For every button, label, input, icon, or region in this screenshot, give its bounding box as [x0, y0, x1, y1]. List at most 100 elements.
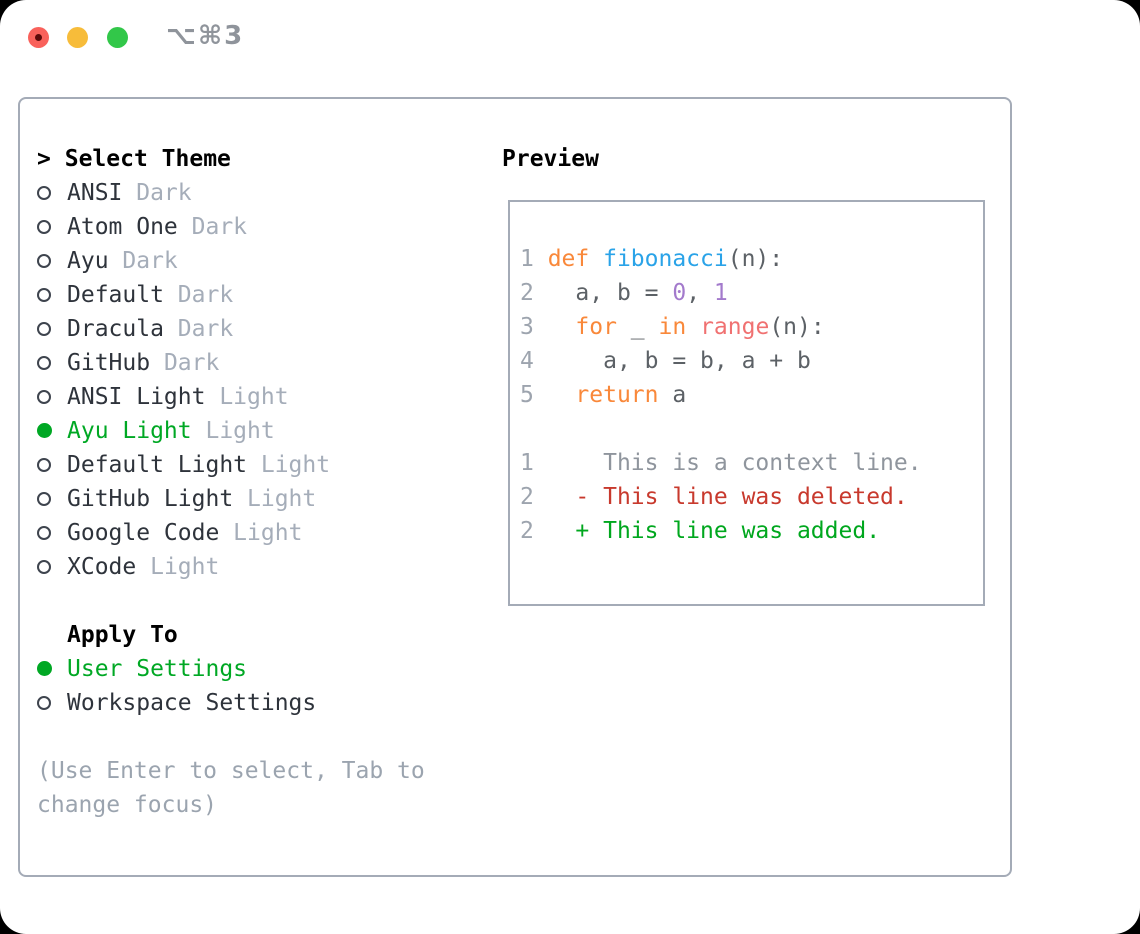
theme-label: Default Light Light — [67, 448, 330, 482]
code-token: 4 — [520, 348, 548, 374]
theme-item[interactable]: XCode Light — [37, 550, 219, 584]
code-token: 3 — [520, 314, 548, 340]
radio-icon — [37, 356, 51, 370]
spacer-row — [37, 584, 148, 618]
theme-variant-tag: Dark — [108, 248, 178, 274]
theme-item[interactable]: Default Light Light — [37, 448, 330, 482]
theme-name: Ayu — [67, 248, 109, 274]
section-title: Select Theme — [64, 146, 231, 172]
hint-row: (Use Enter to select, Tab to — [37, 754, 425, 788]
minimize-button[interactable] — [67, 27, 88, 48]
code-token: def — [547, 246, 604, 272]
radio-icon — [37, 492, 51, 506]
close-button[interactable] — [28, 27, 49, 48]
code-line: 2 a, b = 0, 1 — [520, 276, 922, 310]
radio-icon — [37, 288, 51, 302]
window-shortcut-label: ⌥⌘3 — [166, 21, 245, 51]
theme-picker-header: > Select Theme — [37, 142, 231, 176]
code-token: + This line was added. — [547, 518, 881, 544]
theme-variant-tag: Dark — [163, 282, 234, 308]
theme-label: GitHub Light Light — [67, 482, 316, 516]
theme-name: GitHub — [67, 350, 151, 376]
code-token: - This line was deleted. — [547, 484, 908, 510]
theme-variant-tag: Dark — [150, 350, 220, 376]
theme-item[interactable]: GitHub Dark — [37, 346, 219, 380]
code-token: 2 — [520, 484, 548, 510]
theme-label: Dracula Dark — [67, 312, 233, 346]
theme-variant-tag: Light — [136, 554, 220, 580]
apply-option[interactable]: User Settings — [37, 652, 247, 686]
theme-label: ANSI Dark — [67, 176, 192, 210]
code-token: a, b = — [547, 280, 673, 306]
code-line — [520, 412, 922, 446]
code-token: (n): — [727, 246, 784, 272]
code-line: 1 This is a context line. — [520, 446, 922, 480]
zoom-button[interactable] — [107, 27, 128, 48]
apply-option[interactable]: Workspace Settings — [37, 686, 316, 720]
theme-item[interactable]: Ayu Dark — [37, 244, 178, 278]
theme-name: Atom One — [67, 214, 178, 240]
theme-label: Ayu Dark — [67, 244, 178, 278]
theme-name: Google Code — [67, 520, 220, 546]
theme-name: GitHub Light — [67, 486, 234, 512]
code-token: return — [575, 382, 659, 408]
code-token: in — [658, 314, 687, 340]
radio-icon — [37, 254, 51, 268]
radio-icon — [37, 560, 51, 574]
code-token: 1 — [520, 450, 548, 476]
apply-to-header: Apply To — [37, 618, 178, 652]
theme-label: GitHub Dark — [67, 346, 219, 380]
code-line: 2 + This line was added. — [520, 514, 922, 548]
code-line: 1 def fibonacci(n): — [520, 242, 922, 276]
code-token: 1 — [520, 246, 548, 272]
theme-item[interactable]: Atom One Dark — [37, 210, 247, 244]
radio-icon — [37, 458, 51, 472]
hint-line: (Use Enter to select, Tab to — [37, 758, 425, 784]
theme-name: XCode — [67, 554, 137, 580]
theme-variant-tag: Light — [247, 452, 331, 478]
code-token: , — [686, 280, 714, 306]
theme-name: Default Light — [67, 452, 248, 478]
radio-icon — [37, 696, 51, 710]
prompt-icon: > — [37, 146, 51, 172]
theme-item[interactable]: GitHub Light Light — [37, 482, 316, 516]
theme-item[interactable]: Default Dark — [37, 278, 233, 312]
code-token: for — [575, 314, 617, 340]
apply-option-label: User Settings — [67, 656, 248, 682]
theme-variant-tag: Light — [205, 384, 289, 410]
hint-row: change focus) — [37, 788, 217, 822]
code-token — [686, 314, 700, 340]
code-token: 2 — [520, 280, 548, 306]
code-token: 0 — [672, 280, 687, 306]
code-token: range — [700, 314, 770, 340]
record-dot-icon — [35, 34, 42, 41]
radio-icon — [37, 322, 51, 336]
theme-name: Default — [67, 282, 164, 308]
code-line: 3 for _ in range(n): — [520, 310, 922, 344]
code-token: 1 — [713, 280, 728, 306]
theme-item[interactable]: ANSI Light Light — [37, 380, 289, 414]
theme-item[interactable]: ANSI Dark — [37, 176, 192, 210]
radio-icon — [37, 390, 51, 404]
theme-item[interactable]: Dracula Dark — [37, 312, 233, 346]
theme-variant-tag: Dark — [177, 214, 248, 240]
theme-item[interactable]: Google Code Light — [37, 516, 302, 550]
theme-variant-tag: Light — [219, 520, 303, 546]
theme-variant-tag: Light — [233, 486, 317, 512]
code-line: 4 a, b = b, a + b — [520, 344, 922, 378]
theme-item[interactable]: Ayu Light Light — [37, 414, 275, 448]
theme-variant-tag: Light — [191, 418, 275, 444]
code-token — [548, 314, 576, 340]
code-token: fibonacci — [603, 246, 728, 272]
spacer-row — [37, 720, 148, 754]
theme-label: Atom One Dark — [67, 210, 247, 244]
code-token: This is a context line. — [547, 450, 922, 476]
theme-label: XCode Light — [67, 550, 219, 584]
code-token: 5 — [520, 382, 548, 408]
code-token: (n): — [769, 314, 825, 340]
